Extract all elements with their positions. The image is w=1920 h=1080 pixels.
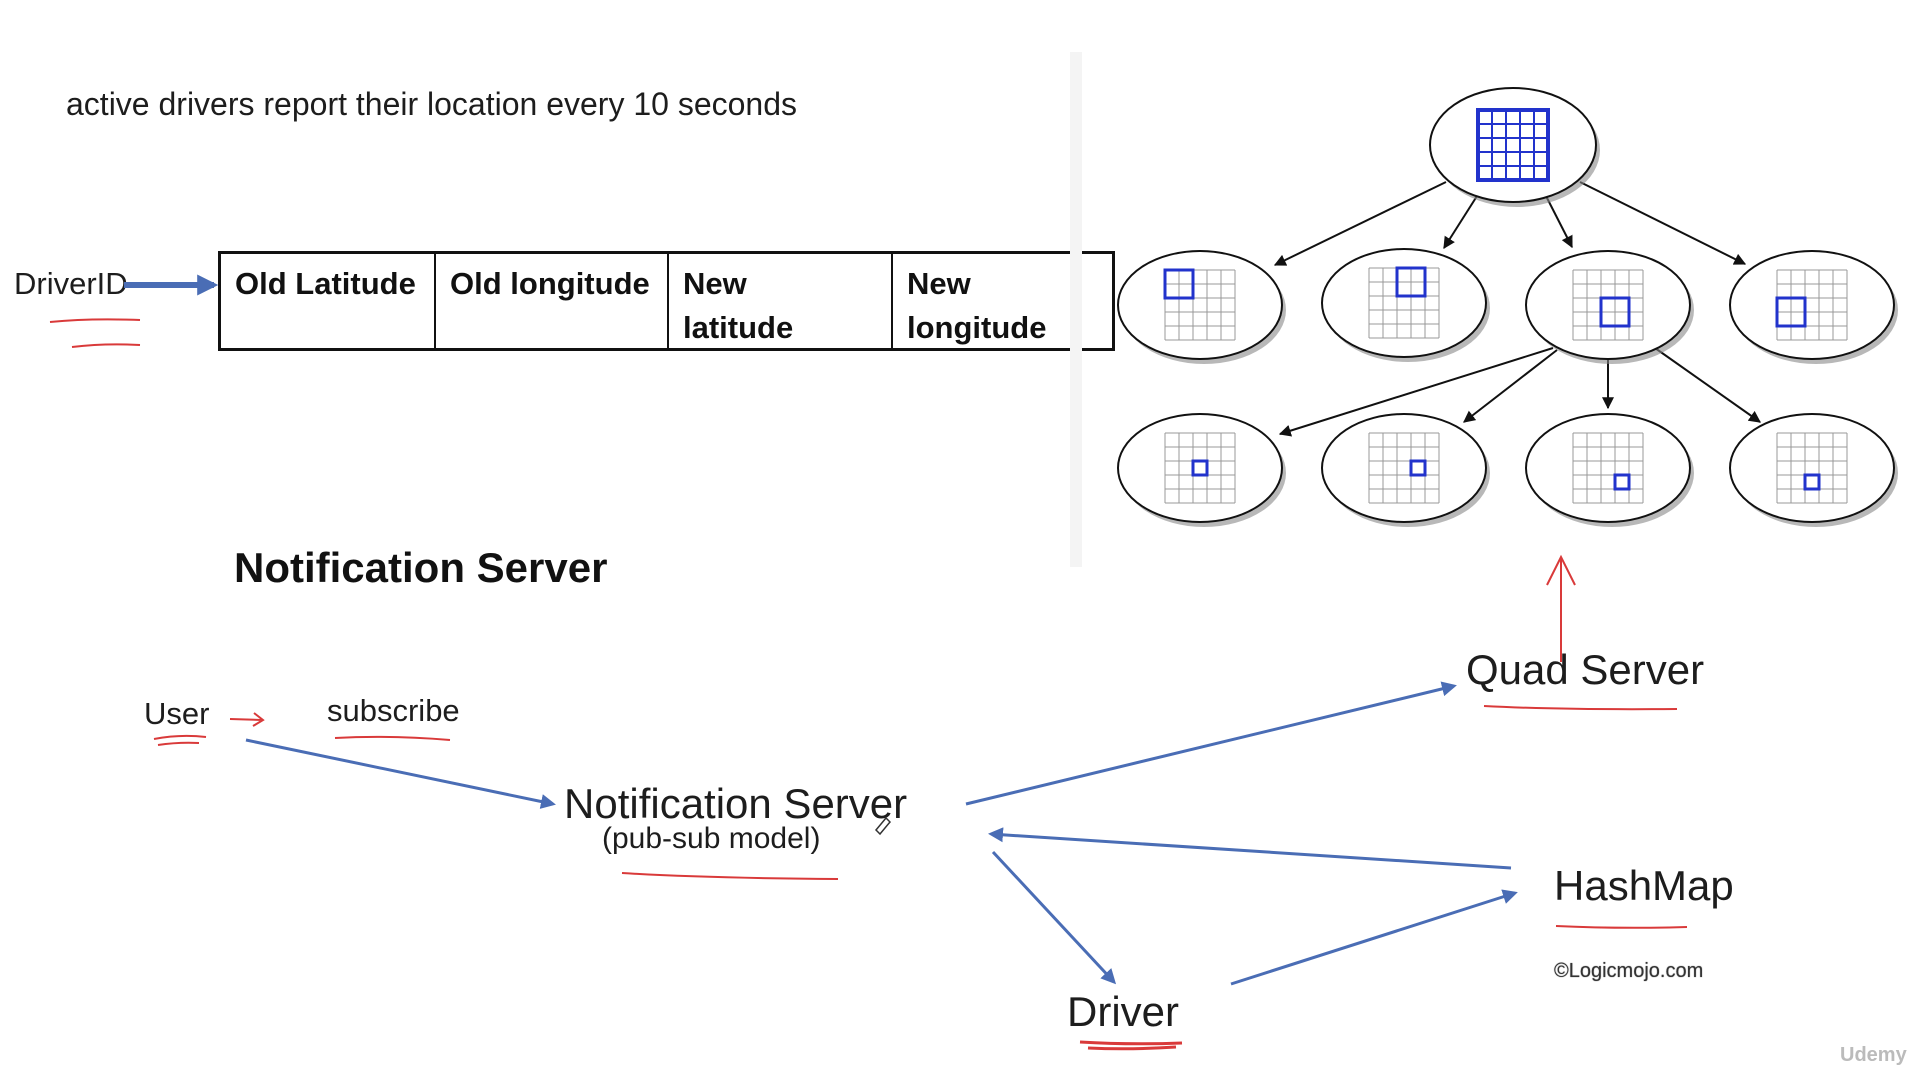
table-header-old-latitude: Old Latitude	[221, 254, 436, 348]
quadtree-root-node	[1429, 87, 1597, 203]
pub-sub-label: (pub-sub model)	[602, 822, 821, 855]
driver-to-hashmap-arrow	[1230, 889, 1518, 986]
annotation-underline	[1555, 925, 1688, 929]
section-title: Notification Server	[234, 544, 608, 591]
grid-highlight	[1191, 459, 1209, 477]
annotation-underline	[49, 318, 141, 323]
table-header-new-latitude: New latitude	[669, 254, 893, 348]
annotation-underline	[1483, 705, 1678, 711]
image-panel-edge	[1070, 52, 1082, 567]
user-label: User	[144, 696, 210, 731]
grid-highlight	[1803, 473, 1821, 491]
grid-highlight	[1613, 473, 1631, 491]
grid-highlight	[1395, 266, 1427, 298]
tree-edge-arrow	[1463, 349, 1558, 423]
quadtree-level2-node	[1321, 413, 1487, 523]
user-to-notification-arrow	[245, 738, 556, 809]
grid-highlight	[1163, 268, 1195, 300]
udemy-logo: Udemy	[1840, 1044, 1907, 1066]
grid-highlight	[1409, 459, 1427, 477]
tree-edge-arrow	[1278, 347, 1554, 437]
quadtree-diagram	[1117, 87, 1898, 527]
annotation-underline	[71, 343, 141, 348]
user-arrow-annotation	[229, 712, 265, 727]
quadtree-level2-node	[1525, 413, 1691, 523]
annotation-underline	[153, 734, 207, 746]
quadtree-level2-node	[1729, 413, 1895, 523]
grid-highlight	[1476, 108, 1550, 182]
notification-to-driver-arrow	[991, 850, 1117, 985]
tree-edge-arrow	[1654, 347, 1761, 423]
tree-edge-arrow	[1579, 181, 1747, 265]
table-header-new-longitude: New longitude	[907, 266, 1047, 345]
annotation-underline	[621, 872, 839, 880]
subscribe-label: subscribe	[327, 693, 460, 728]
watermark: ©Logicmojo.com	[1554, 960, 1704, 982]
annotation-underline	[334, 735, 451, 741]
header-text: active drivers report their location eve…	[66, 86, 798, 122]
quad-up-arrow-annotation	[1546, 554, 1576, 662]
notification-server-label: Notification Server	[564, 780, 908, 827]
tree-edge-arrow	[1443, 195, 1478, 250]
driver-id-label: DriverID	[14, 266, 128, 301]
table-header-old-longitude: Old longitude	[436, 254, 669, 348]
tree-edge-arrow	[1545, 195, 1573, 249]
grid-highlight	[1599, 296, 1631, 328]
quadtree-level1-node	[1729, 250, 1895, 360]
quad-server-label: Quad Server	[1466, 646, 1705, 693]
hashmap-to-notification-arrow	[988, 827, 1512, 870]
tree-edge-arrow	[1273, 181, 1447, 266]
quadtree-level1-node	[1117, 250, 1283, 360]
quadtree-level1-node	[1321, 248, 1487, 358]
location-table: Old Latitude Old longitude New latitude …	[218, 251, 1115, 351]
quadtree-level2-node	[1117, 413, 1283, 523]
notification-to-quad-arrow	[965, 681, 1457, 806]
grid-highlight	[1775, 296, 1807, 328]
quadtree-level1-node	[1525, 250, 1691, 360]
pen-cursor-icon	[874, 816, 892, 836]
driver-label: Driver	[1067, 988, 1179, 1035]
annotation-underline	[1079, 1040, 1183, 1051]
hashmap-label: HashMap	[1554, 862, 1734, 909]
